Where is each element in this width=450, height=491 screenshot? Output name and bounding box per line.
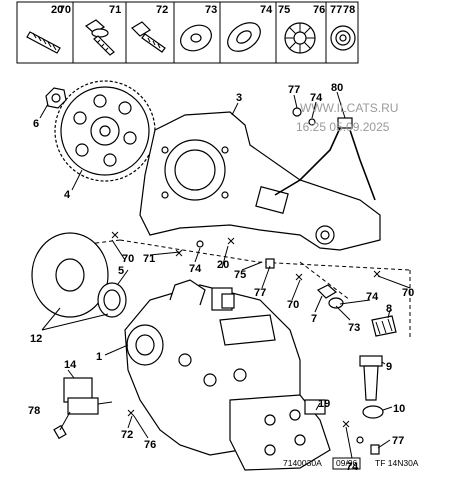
shaft-seal xyxy=(97,282,127,318)
leader-lines xyxy=(39,91,411,459)
callout-20: 20 xyxy=(217,259,229,271)
callout-7: 7 xyxy=(311,313,317,325)
gear-nut xyxy=(45,87,67,109)
callout-9: 9 xyxy=(386,361,392,373)
watermark-site: WWW.ILCATS.RU xyxy=(300,101,398,115)
callout-72: 72 xyxy=(121,429,133,441)
flat-washer-icon xyxy=(180,24,212,52)
callout-74-bottom: 74 xyxy=(346,461,359,473)
header-num-8: 76 xyxy=(313,4,325,16)
bottom-fasteners xyxy=(356,436,380,455)
callout-8: 8 xyxy=(386,303,392,315)
bolt-icon xyxy=(131,21,166,53)
callout-3: 3 xyxy=(236,92,242,104)
header-num-3: 71 xyxy=(109,4,121,16)
reference-marks xyxy=(111,231,381,428)
callout-77-bottom: 77 xyxy=(392,435,404,447)
callout-76: 76 xyxy=(144,439,156,451)
callout-labels: 77 74 80 3 6 4 70 71 74 20 75 77 70 70 5… xyxy=(28,82,414,473)
callout-75: 75 xyxy=(234,269,246,281)
header-num-4: 72 xyxy=(156,4,168,16)
header-num-2: 70 xyxy=(59,4,71,16)
header-parts-strip: 20 70 71 72 73 74 75 76 77 78 xyxy=(16,1,359,64)
callout-74-top: 74 xyxy=(310,92,323,104)
header-num-10: 78 xyxy=(343,4,355,16)
header-num-7: 75 xyxy=(278,4,290,16)
callout-74-right: 74 xyxy=(366,291,379,303)
stud-icon xyxy=(26,31,61,54)
seal-ring-icon xyxy=(330,25,356,51)
right-bolt-group xyxy=(316,284,397,337)
callout-77-mid: 77 xyxy=(254,287,266,299)
pulley-disc xyxy=(31,232,109,318)
callout-1: 1 xyxy=(96,351,102,363)
callout-6: 6 xyxy=(33,118,39,130)
thin-washer-icon xyxy=(227,22,261,52)
callout-19: 19 xyxy=(318,398,330,410)
toothed-washer-icon xyxy=(284,22,316,54)
callout-70-left: 70 xyxy=(122,253,134,265)
callout-70-right: 70 xyxy=(402,287,414,299)
drawing-footer: 7140030A 09/96 TF 14N30A xyxy=(283,457,419,470)
mounting-bracket xyxy=(139,111,381,251)
callout-4: 4 xyxy=(64,189,71,201)
footer-drawing-code: 7140030A xyxy=(283,458,322,468)
callout-71: 71 xyxy=(143,253,155,265)
header-strip-border xyxy=(16,1,359,64)
timing-gear xyxy=(54,80,156,182)
callout-77-top: 77 xyxy=(288,84,300,96)
footer-date-box xyxy=(332,457,361,470)
callout-74-mid: 74 xyxy=(189,263,202,275)
footer-date: 09/96 xyxy=(336,458,358,468)
mid-fasteners xyxy=(196,240,275,309)
callout-14: 14 xyxy=(64,359,77,371)
watermark: WWW.ILCATS.RU 16:25 05.09.2025 xyxy=(296,101,398,134)
bolt-washer-icon xyxy=(84,19,115,56)
callout-70-center: 70 xyxy=(287,299,299,311)
callout-10: 10 xyxy=(393,403,405,415)
banjo-bolt xyxy=(359,355,384,419)
callout-78: 78 xyxy=(28,405,40,417)
callout-5: 5 xyxy=(118,265,124,277)
top-fasteners xyxy=(292,107,316,126)
callout-12: 12 xyxy=(30,333,42,345)
header-num-5: 73 xyxy=(205,4,217,16)
solenoid-nut xyxy=(53,424,67,440)
footer-engine-code: TF 14N30A xyxy=(375,458,419,468)
header-num-6: 74 xyxy=(260,4,273,16)
header-num-1: 20 xyxy=(51,4,63,16)
header-num-9: 77 xyxy=(330,4,342,16)
stop-solenoid xyxy=(63,377,113,415)
callout-73: 73 xyxy=(348,322,360,334)
callout-80: 80 xyxy=(331,82,343,94)
watermark-timestamp: 16:25 05.09.2025 xyxy=(296,120,390,134)
